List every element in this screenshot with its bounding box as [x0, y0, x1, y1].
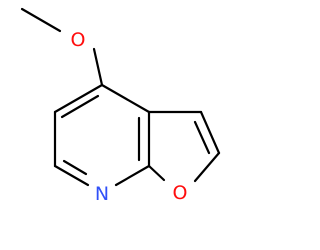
atom-label-n-pyridine: N: [95, 183, 109, 205]
bond-c2-o: [193, 151, 221, 183]
bond-c3-c2-inner: [193, 120, 211, 155]
bond-o-c4: [92, 47, 104, 87]
bond-c4-c5-inner: [60, 94, 100, 119]
bond-c4-c5: [53, 83, 104, 114]
bond-o-c7a: [147, 164, 166, 182]
structure-diagram: O N O: [20, 7, 221, 205]
bond-c6-n-inner: [62, 159, 88, 176]
bond-c3-c2: [199, 110, 221, 155]
bond-c3a-c4: [100, 83, 151, 114]
bond-methyl-o: [20, 7, 62, 33]
atom-label-o-furan: O: [173, 182, 188, 204]
bond-c6-n: [53, 164, 90, 187]
bond-n-c7a: [114, 164, 151, 187]
atom-label-o-methoxy: O: [71, 29, 86, 51]
